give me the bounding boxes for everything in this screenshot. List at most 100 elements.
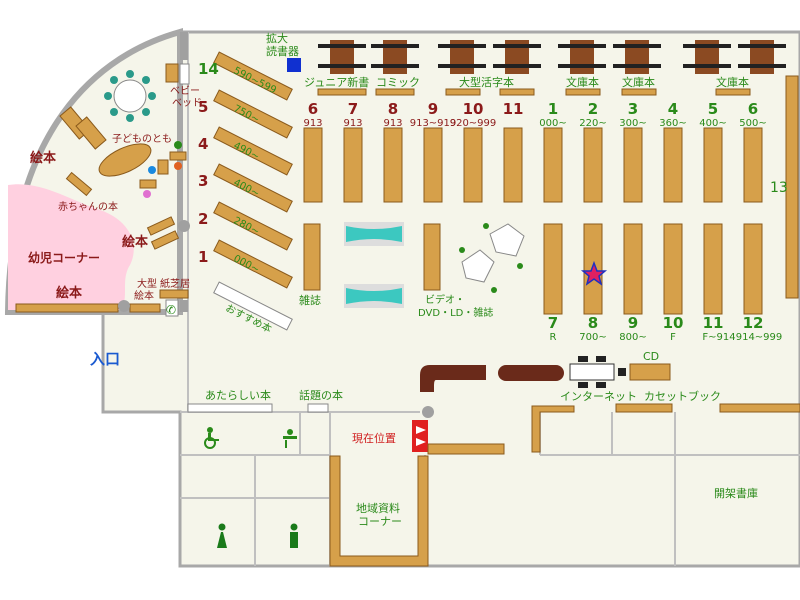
stack-shelf-range: 913 xyxy=(303,118,322,129)
video-label-line1: ビデオ・ xyxy=(425,293,465,306)
stack-shelf-number: 10 xyxy=(663,314,684,332)
stack-shelf-number: 9 xyxy=(628,314,638,332)
reading-tables xyxy=(318,40,786,74)
comic-label: コミック xyxy=(376,76,420,89)
reading-table xyxy=(683,40,731,74)
shelf-13[interactable] xyxy=(785,75,799,299)
kamishibai-label: 紙芝居 xyxy=(160,277,190,290)
stack-shelf-number: 8 xyxy=(588,314,598,332)
stack-shelf-number: 10 xyxy=(463,100,484,118)
baby-bed-label: ベビー ベッド xyxy=(170,85,203,109)
stack-shelf-number: 2 xyxy=(588,100,598,118)
baby-bed-line2: ベッド xyxy=(172,97,202,109)
new-books-shelf[interactable] xyxy=(187,403,273,413)
stack-shelf-range: F xyxy=(670,332,676,343)
baby-changing-icon xyxy=(283,429,297,448)
pillar xyxy=(118,300,130,312)
akachan-label: 赤ちゃんの本 xyxy=(58,200,118,213)
cassette-label: カセットブック xyxy=(644,389,721,403)
cd-shelf[interactable] xyxy=(629,363,671,381)
diagonal-shelf-number: 5 xyxy=(198,98,208,116)
men-restroom-icon xyxy=(290,523,298,548)
stack-shelf-range: 700~ xyxy=(579,332,606,343)
stack-shelf-range: 300~ xyxy=(619,118,646,129)
ehon-label-bottom: 絵本 xyxy=(56,285,82,301)
current-position-label: 現在位置 xyxy=(352,431,396,445)
star-marker-icon xyxy=(580,260,608,286)
current-position-arrow-icon xyxy=(416,438,426,446)
video-label: ビデオ・ DVD・LD・雑誌 xyxy=(418,293,493,319)
baby-bed-line1: ベビー xyxy=(170,85,200,97)
stack-shelf-upper-6[interactable]: 11 xyxy=(503,100,524,203)
internet-chairs xyxy=(578,356,626,388)
enlarged-reader-device[interactable] xyxy=(287,58,301,72)
stack-shelf-range: 360~ xyxy=(659,118,686,129)
video-label-line2: DVD・LD・雑誌 xyxy=(418,306,493,319)
kodomo-no-tomo-table xyxy=(98,143,152,177)
local-materials-shelf[interactable] xyxy=(329,455,429,567)
reading-table xyxy=(613,40,661,74)
stack-shelf-number: 8 xyxy=(388,100,398,118)
stack-shelf-number: 1 xyxy=(548,100,558,118)
stack-shelf-number: 6 xyxy=(308,100,318,118)
front-counter-shelf xyxy=(427,443,505,455)
top-section-labels: ジュニア新書 コミック 大型活字本 文庫本 文庫本 文庫本 xyxy=(304,75,749,89)
reading-table xyxy=(318,40,366,74)
local-materials-line2: コーナー xyxy=(358,515,402,528)
closed-stacks-label: 開架書庫 xyxy=(714,486,758,500)
stack-shelf-number: 7 xyxy=(548,314,558,332)
phone-icon: ✆ xyxy=(166,303,176,317)
women-restroom-icon xyxy=(217,523,227,548)
stack-shelf-lower-7[interactable]: 7R xyxy=(543,223,563,343)
topic-books-shelf[interactable] xyxy=(307,403,329,413)
large-print-label: 大型活字本 xyxy=(459,75,514,89)
kids-sofa xyxy=(59,106,107,150)
diagonal-shelf-number: 4 xyxy=(198,135,208,153)
stack-shelf-lower-10[interactable]: 10F xyxy=(663,223,684,343)
reading-table xyxy=(738,40,786,74)
cd-label: CD xyxy=(643,350,659,363)
akachan-shelf xyxy=(65,171,93,197)
magazine-shelf[interactable] xyxy=(303,223,321,291)
bunko-label-1: 文庫本 xyxy=(566,75,599,89)
pillar xyxy=(178,220,190,232)
lower-wall-shelves xyxy=(531,403,800,453)
ehon-mid-shelves xyxy=(146,216,180,250)
current-position-arrow-icon xyxy=(416,426,426,434)
stack-shelf-lower-11[interactable]: 11F~914 xyxy=(702,223,736,343)
ehon-label-mid: 絵本 xyxy=(122,234,148,250)
stack-shelf-range: 913 xyxy=(343,118,362,129)
stack-shelf-number: 9 xyxy=(428,100,438,118)
diagonal-shelf-number: 14 xyxy=(198,60,219,78)
stack-shelf-number: 11 xyxy=(503,100,524,118)
local-materials-label: 地域資料 コーナー xyxy=(356,501,404,528)
junior-new-label: ジュニア新書 xyxy=(304,75,369,89)
yoji-corner-label: 幼児コーナー xyxy=(28,250,100,265)
video-shelf[interactable] xyxy=(423,223,441,291)
reading-table xyxy=(438,40,486,74)
stack-shelf-range: R xyxy=(550,332,557,343)
pillar xyxy=(180,32,188,60)
kodomo-no-tomo-label: 子どものとも xyxy=(112,133,172,145)
current-position-marker xyxy=(412,420,428,452)
av-booths xyxy=(459,223,525,293)
bunko-label-3: 文庫本 xyxy=(716,75,749,89)
internet-terminals[interactable] xyxy=(569,363,615,381)
recommended-books-shelf[interactable] xyxy=(213,281,293,331)
kids-pink-area xyxy=(8,184,134,310)
wheelchair-icon xyxy=(204,427,219,449)
service-counter-right xyxy=(498,365,564,381)
